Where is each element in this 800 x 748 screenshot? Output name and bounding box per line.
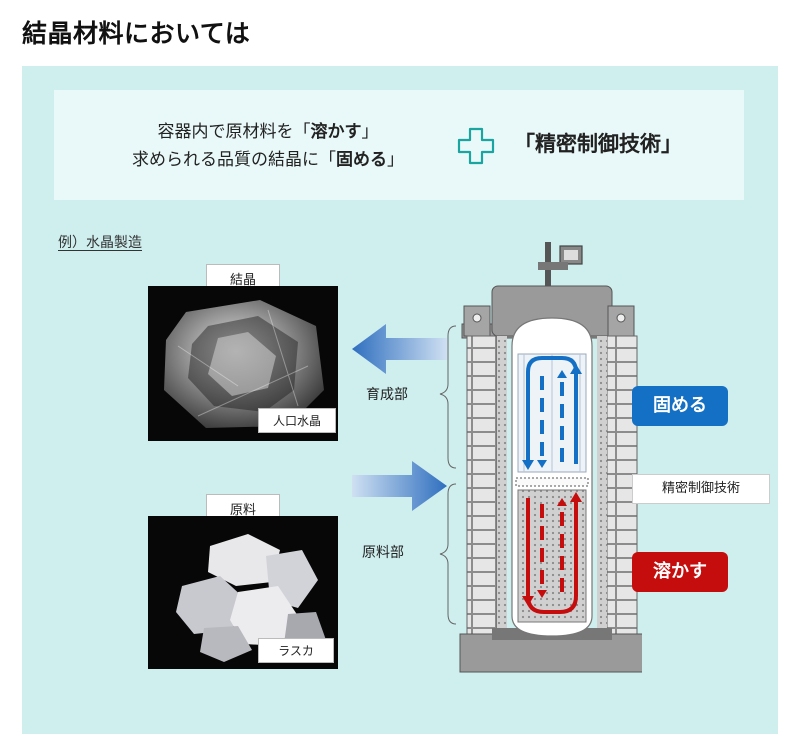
summary-line-2: 求められる品質の結晶に「固める」 — [98, 146, 438, 174]
lasca-image — [148, 516, 338, 669]
summary-line-1-post: 」 — [361, 122, 379, 142]
crystal-photo — [148, 286, 338, 441]
growth-arrow-icon — [352, 324, 447, 374]
growth-section-label: 育成部 — [366, 387, 408, 403]
summary-line-1-bold: 溶かす — [310, 122, 362, 142]
crystal-image — [148, 286, 338, 441]
summary-text: 容器内で原材料を「溶かす」 求められる品質の結晶に「固める」 — [98, 118, 438, 174]
summary-line-2-bold: 固める — [336, 150, 387, 170]
summary-line-1-pre: 容器内で原材料を「 — [157, 122, 311, 142]
page-title: 結晶材料においては — [22, 19, 251, 48]
summary-right-text: 「精密制御技術」 — [514, 132, 682, 156]
diagram-panel: 容器内で原材料を「溶かす」 求められる品質の結晶に「固める」 「精密制御技術」 … — [22, 66, 778, 734]
summary-line-1: 容器内で原材料を「溶かす」 — [98, 118, 438, 146]
example-label: 例）水晶製造 — [58, 235, 142, 251]
crystal-caption: 人口水晶 — [258, 408, 336, 433]
raw-section-label: 原料部 — [362, 545, 404, 561]
precision-tech-tag: 精密制御技術 — [632, 474, 770, 504]
solidify-badge: 固める — [632, 386, 728, 426]
summary-line-2-post: 」 — [387, 150, 404, 170]
summary-line-2-pre: 求められる品質の結晶に「 — [132, 150, 336, 170]
plus-icon — [457, 127, 495, 165]
autoclave-diagram — [352, 242, 642, 673]
summary-box: 容器内で原材料を「溶かす」 求められる品質の結晶に「固める」 「精密制御技術」 — [54, 90, 744, 200]
raw-arrow-icon — [352, 461, 447, 511]
material-caption: ラスカ — [258, 638, 334, 663]
melt-badge: 溶かす — [632, 552, 728, 592]
